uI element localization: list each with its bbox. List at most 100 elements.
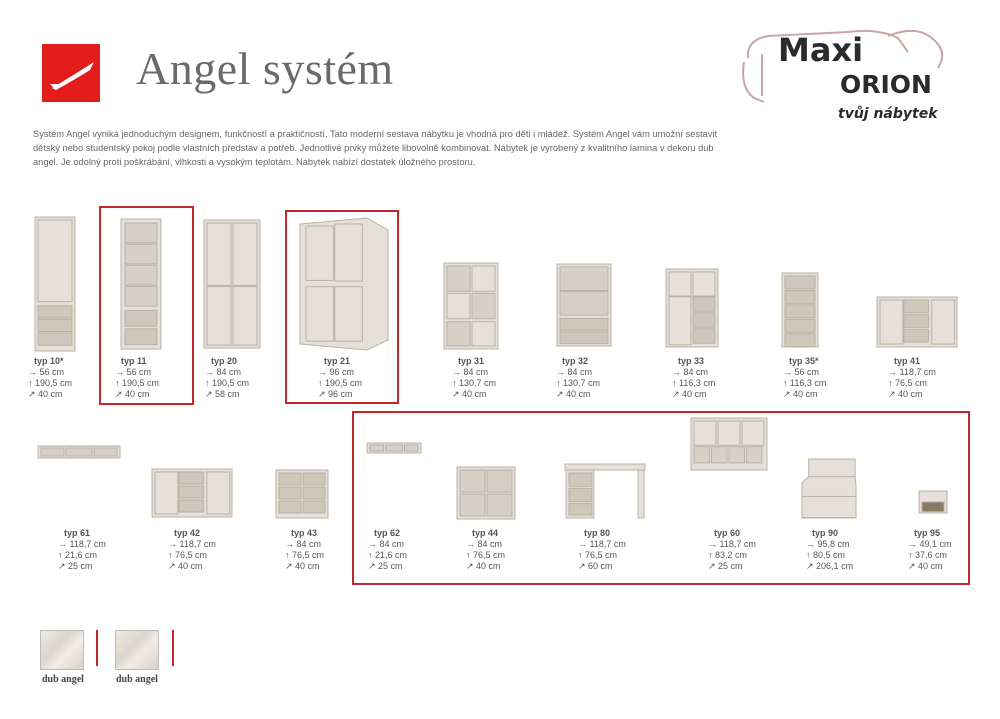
product-image-typ-43 [275, 469, 329, 524]
product-width: → 118,7 cm [708, 539, 756, 549]
product-depth: ↗ 40 cm [452, 389, 487, 399]
brand-logo-square [42, 44, 100, 102]
product-label-typ-31: typ 31→ 84 cm↑ 130,7 cm↗ 40 cm [452, 356, 496, 400]
product-height: ↑ 130,7 cm [452, 378, 497, 388]
product-depth: ↗ 25 cm [58, 561, 93, 571]
product-width: → 56 cm [28, 367, 65, 377]
product-width: → 118,7 cm [578, 539, 626, 549]
product-width: → 84 cm [285, 539, 322, 549]
product-width: → 95,8 cm [806, 539, 850, 549]
product-depth: ↗ 58 cm [205, 389, 240, 399]
product-height: ↑ 190,5 cm [28, 378, 73, 388]
product-image-typ-44 [456, 466, 516, 525]
product-width: → 49,1 cm [908, 539, 952, 549]
product-name: typ 33 [678, 356, 705, 366]
product-depth: ↗ 40 cm [466, 561, 501, 571]
product-name: typ 32 [562, 356, 589, 366]
swatch-label: dub angel [116, 674, 158, 685]
product-width: → 84 cm [466, 539, 503, 549]
product-width: → 84 cm [452, 367, 489, 377]
page-title: Angel systém [136, 43, 394, 94]
product-width: → 56 cm [783, 367, 820, 377]
product-height: ↑ 37,6 cm [908, 550, 948, 560]
product-image-typ-20 [203, 219, 261, 354]
product-image-typ-80 [564, 463, 646, 524]
product-height: ↑ 80,5 cm [806, 550, 846, 560]
product-label-typ-43: typ 43→ 84 cm↑ 76,5 cm↗ 40 cm [285, 528, 324, 572]
product-depth: ↗ 96 cm [318, 389, 353, 399]
product-width: → 84 cm [368, 539, 405, 549]
product-label-typ-60: typ 60→ 118,7 cm↑ 83,2 cm↗ 25 cm [708, 528, 756, 572]
product-label-typ-32: typ 32→ 84 cm↑ 130,7 cm↗ 40 cm [556, 356, 600, 400]
product-height: ↑ 76,5 cm [888, 378, 928, 388]
product-width: → 118,7 cm [168, 539, 216, 549]
brand-name-maxi: Maxi [778, 31, 864, 69]
product-depth: ↗ 40 cm [908, 561, 943, 571]
product-label-typ-90: typ 90→ 95,8 cm↑ 80,5 cm↗ 206,1 cm [806, 528, 853, 572]
product-width: → 84 cm [672, 367, 709, 377]
product-name: typ 43 [291, 528, 318, 538]
product-name: typ 10* [34, 356, 64, 366]
product-depth: ↗ 25 cm [368, 561, 403, 571]
brand-tagline: tvůj nábytek [838, 106, 938, 122]
swatch-dub-angel-2 [115, 630, 159, 670]
product-height: ↑ 76,5 cm [466, 550, 506, 560]
divider [172, 630, 174, 666]
product-height: ↑ 116,3 cm [672, 378, 716, 388]
product-name: typ 61 [64, 528, 91, 538]
product-width: → 96 cm [318, 367, 355, 377]
product-image-typ-33 [665, 268, 719, 353]
product-depth: ↗ 40 cm [783, 389, 818, 399]
highlight-frame-set [352, 411, 970, 585]
product-image-typ-60 [690, 417, 768, 476]
product-image-typ-32 [556, 263, 612, 352]
product-depth: ↗ 40 cm [115, 389, 150, 399]
product-height: ↑ 76,5 cm [578, 550, 618, 560]
product-name: typ 35* [789, 356, 819, 366]
product-label-typ-35: typ 35*→ 56 cm↑ 116,3 cm↗ 40 cm [783, 356, 826, 400]
product-depth: ↗ 40 cm [888, 389, 923, 399]
product-image-typ-11 [120, 218, 162, 355]
product-label-typ-20: typ 20→ 84 cm↑ 190,5 cm↗ 58 cm [205, 356, 249, 400]
product-label-typ-11: typ 11→ 56 cm↑ 190,5 cm↗ 40 cm [115, 356, 159, 400]
product-label-typ-41: typ 41→ 118,7 cm↑ 76,5 cm↗ 40 cm [888, 356, 936, 400]
product-label-typ-80: typ 80→ 118,7 cm↑ 76,5 cm↗ 60 cm [578, 528, 626, 572]
product-name: typ 41 [894, 356, 921, 366]
product-width: → 118,7 cm [888, 367, 936, 377]
product-depth: ↗ 25 cm [708, 561, 743, 571]
product-depth: ↗ 40 cm [168, 561, 203, 571]
product-height: ↑ 190,5 cm [318, 378, 363, 388]
product-width: → 56 cm [115, 367, 152, 377]
product-width: → 84 cm [556, 367, 593, 377]
product-height: ↑ 76,5 cm [285, 550, 325, 560]
product-image-typ-21 [298, 216, 390, 357]
product-name: typ 95 [914, 528, 941, 538]
product-width: → 84 cm [205, 367, 242, 377]
product-label-typ-33: typ 33→ 84 cm↑ 116,3 cm↗ 40 cm [672, 356, 715, 400]
product-width: → 118,7 cm [58, 539, 106, 549]
product-image-typ-31 [443, 262, 499, 355]
product-height: ↑ 21,6 cm [368, 550, 408, 560]
product-label-typ-62: typ 62→ 84 cm↑ 21,6 cm↗ 25 cm [368, 528, 407, 572]
product-name: typ 44 [472, 528, 499, 538]
product-label-typ-42: typ 42→ 118,7 cm↑ 76,5 cm↗ 40 cm [168, 528, 216, 572]
swoosh-icon [50, 62, 94, 90]
product-height: ↑ 83,2 cm [708, 550, 748, 560]
product-height: ↑ 190,5 cm [115, 378, 160, 388]
product-name: typ 60 [714, 528, 741, 538]
product-image-typ-42 [151, 468, 233, 523]
product-height: ↑ 130,7 cm [556, 378, 601, 388]
product-name: typ 42 [174, 528, 201, 538]
product-name: typ 11 [121, 356, 147, 366]
highlight-frame-typ-11 [99, 206, 194, 405]
intro-paragraph: Systém Angel vyniká jednoduchým designem… [33, 129, 718, 167]
product-label-typ-95: typ 95→ 49,1 cm↑ 37,6 cm↗ 40 cm [908, 528, 952, 572]
product-image-typ-95 [918, 490, 948, 519]
product-name: typ 21 [324, 356, 351, 366]
product-depth: ↗ 40 cm [672, 389, 707, 399]
product-height: ↑ 190,5 cm [205, 378, 250, 388]
product-label-typ-10: typ 10*→ 56 cm↑ 190,5 cm↗ 40 cm [28, 356, 72, 400]
product-image-typ-61 [37, 445, 121, 464]
product-height: ↑ 21,6 cm [58, 550, 98, 560]
product-image-typ-90 [800, 458, 858, 525]
